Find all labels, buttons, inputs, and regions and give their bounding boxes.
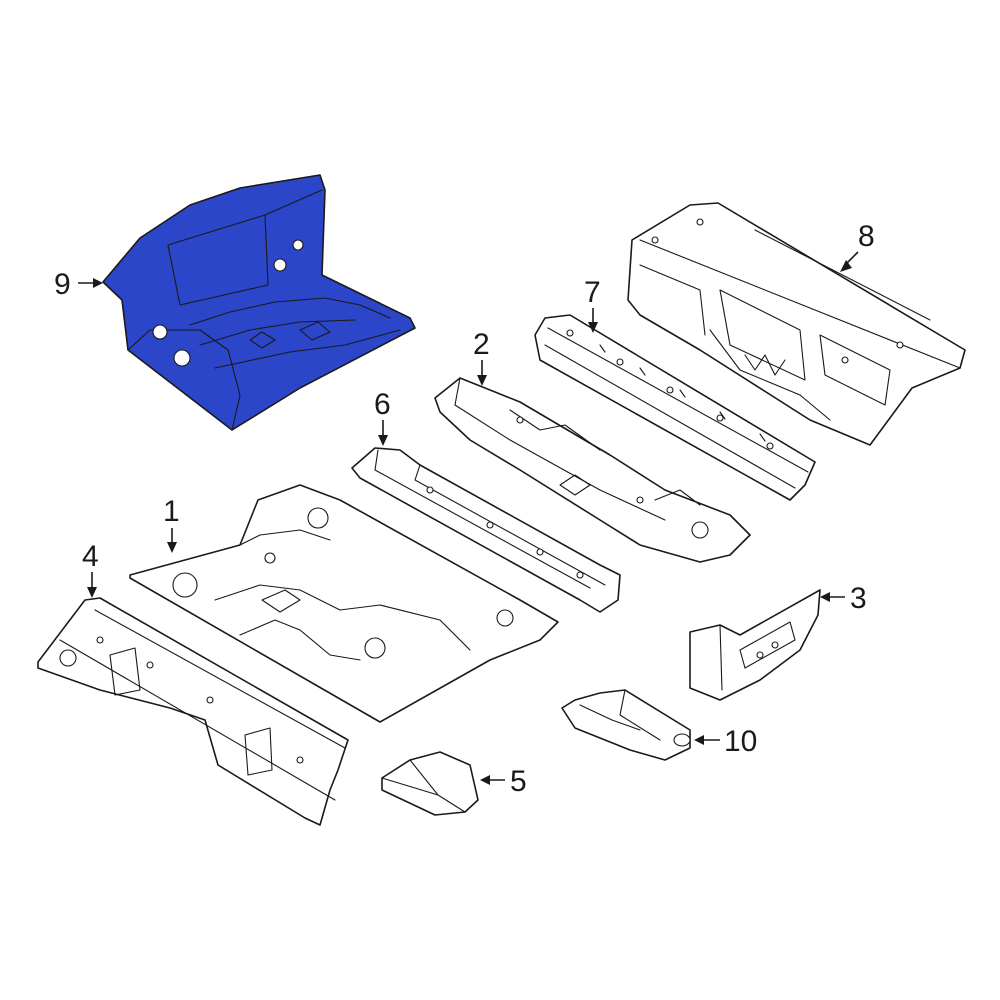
callout-6[interactable]: 6	[374, 388, 391, 421]
arrow-6	[378, 435, 388, 446]
callout-2[interactable]: 2	[473, 328, 490, 361]
arrow-9	[93, 278, 103, 288]
callout-7[interactable]: 7	[584, 276, 601, 309]
arrow-1	[167, 542, 177, 553]
callout-10[interactable]: 10	[724, 725, 757, 758]
callout-9[interactable]: 9	[54, 268, 71, 301]
part-7-cross-member[interactable]	[534, 314, 816, 501]
callout-labels: 9 8 7 2 6 1 4 3 10 5	[54, 220, 875, 798]
part-6-side-member[interactable]	[351, 447, 621, 613]
callout-5[interactable]: 5	[510, 765, 527, 798]
arrow-7	[588, 322, 598, 333]
arrow-2	[477, 375, 487, 386]
callout-8[interactable]: 8	[858, 220, 875, 253]
callout-3[interactable]: 3	[850, 582, 867, 615]
part-9-rear-floor-pan[interactable]	[102, 174, 416, 431]
arrow-10	[694, 735, 704, 745]
callout-leaders	[78, 251, 859, 785]
part-10-support[interactable]	[561, 689, 691, 761]
callout-1[interactable]: 1	[163, 495, 180, 528]
part-2-rail[interactable]	[434, 377, 751, 563]
part-4-side-panel[interactable]	[37, 597, 349, 826]
arrow-5	[480, 775, 490, 785]
part-5-small-bracket[interactable]	[381, 751, 479, 816]
part-3-bracket[interactable]	[689, 589, 821, 701]
part-8-rear-panel[interactable]	[627, 202, 966, 446]
arrow-3	[820, 592, 830, 602]
callout-4[interactable]: 4	[82, 540, 99, 573]
arrow-4	[87, 587, 97, 598]
part-1-floor-pan[interactable]	[129, 484, 559, 723]
arrow-8	[840, 260, 852, 272]
